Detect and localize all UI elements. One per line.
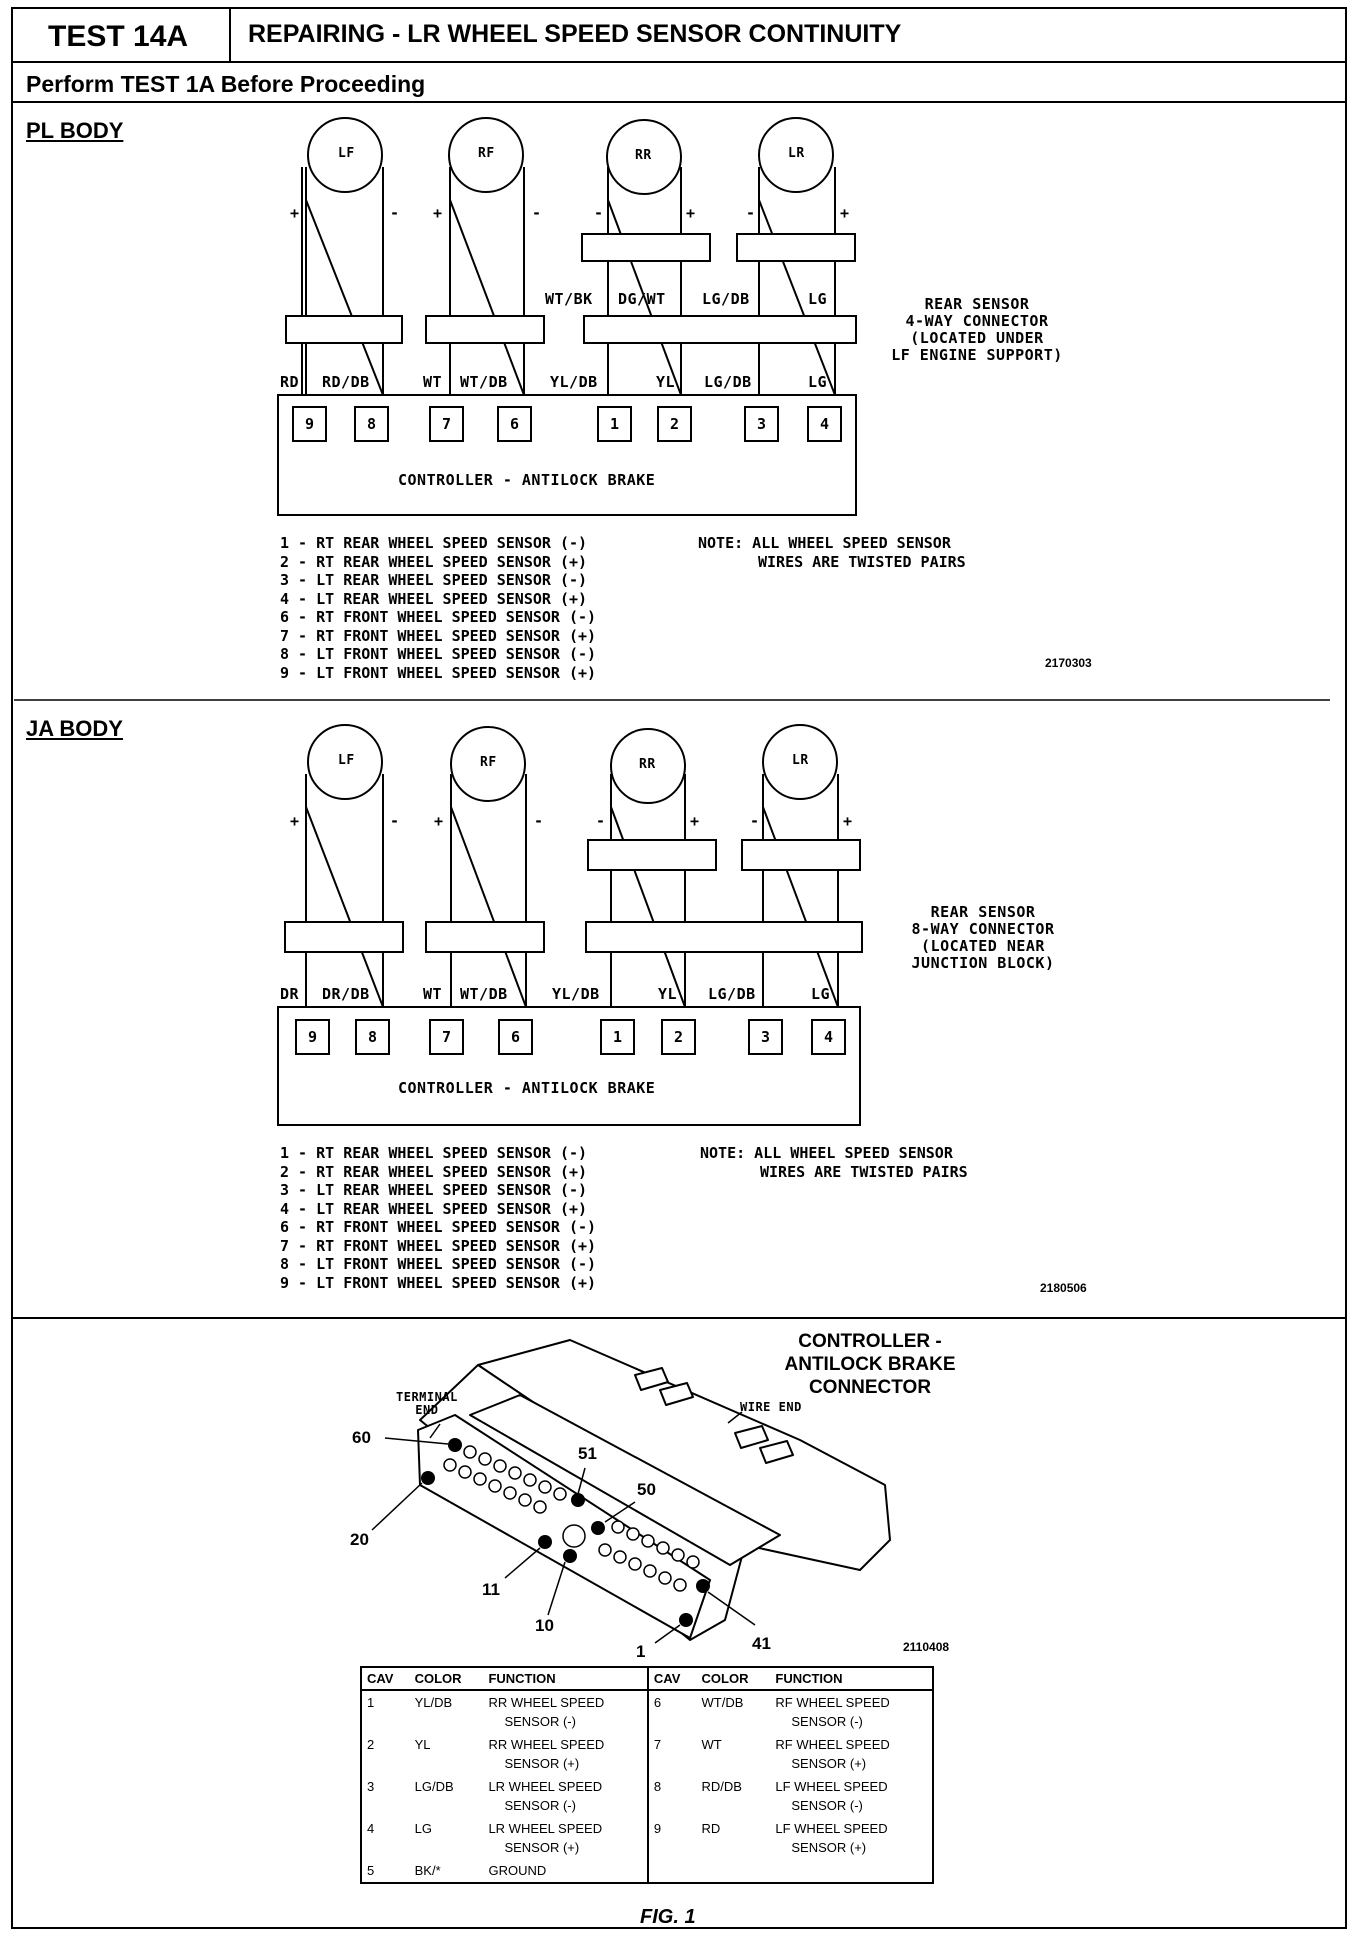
pl-pin: 2	[670, 415, 680, 433]
pl-pin: 7	[442, 415, 452, 433]
ja-wire-bottom-label: WT/DB	[460, 985, 508, 1003]
pl-pin: 6	[510, 415, 520, 433]
pl-wire-bottom-label: WT	[423, 373, 443, 391]
table-header-row: CAV COLOR FUNCTION CAV COLOR FUNCTION	[361, 1667, 933, 1691]
cavity-table: CAV COLOR FUNCTION CAV COLOR FUNCTION 1 …	[360, 1666, 934, 1884]
col-cav: CAV	[646, 1667, 697, 1691]
ja-sensor-rf-label: RF	[480, 755, 497, 770]
ja-figure-number: 2180506	[1040, 1281, 1087, 1295]
col-cav: CAV	[361, 1667, 410, 1691]
pin-callout: 51	[578, 1444, 597, 1463]
test-label: TEST 14A	[48, 20, 189, 53]
wire-end-label: WIRE END	[740, 1400, 802, 1414]
pl-wire-top-label: WT/BK	[545, 290, 593, 308]
pl-pin: 4	[820, 415, 830, 433]
pl-pin: 1	[610, 415, 620, 433]
ja-pin: 2	[674, 1028, 684, 1046]
pl-sensor-rf-label: RF	[478, 146, 495, 161]
ja-body-wiring-diagram	[277, 724, 863, 1126]
pl-sensor-lr-label: LR	[788, 146, 805, 161]
ja-pin: 9	[308, 1028, 318, 1046]
ja-sensor-rr-label: RR	[639, 757, 656, 772]
pin-callout: 60	[352, 1428, 371, 1447]
ja-wire-bottom-label: DR	[280, 985, 300, 1003]
ja-pin: 7	[442, 1028, 452, 1046]
pl-pin: 3	[757, 415, 767, 433]
pin-callout: 41	[752, 1634, 771, 1653]
figure-caption: FIG. 1	[640, 1906, 696, 1928]
pl-pin: 8	[367, 415, 377, 433]
table-row: 5 BK/* GROUND	[361, 1859, 933, 1883]
ja-sensor-lr-label: LR	[792, 753, 809, 768]
ja-controller-label: CONTROLLER - ANTILOCK BRAKE	[398, 1079, 656, 1097]
pl-legend: 1 - RT REAR WHEEL SPEED SENSOR (-) 2 - R…	[280, 534, 597, 682]
pin-callout: 20	[350, 1530, 369, 1549]
pl-wire-bottom-label: RD	[280, 373, 300, 391]
ja-pin: 8	[368, 1028, 378, 1046]
pl-sensor-rr-label: RR	[635, 148, 652, 163]
pl-controller-label: CONTROLLER - ANTILOCK BRAKE	[398, 471, 656, 489]
ja-pin: 4	[824, 1028, 834, 1046]
ja-note: NOTE: ALL WHEEL SPEED SENSOR WIRES ARE T…	[700, 1144, 968, 1181]
pl-wire-bottom-label: WT/DB	[460, 373, 508, 391]
pin-callout: 10	[535, 1616, 554, 1635]
connector-title: CONTROLLER - ANTILOCK BRAKE CONNECTOR	[784, 1331, 956, 1398]
col-function: FUNCTION	[770, 1667, 933, 1691]
pl-wire-top-label: LG	[808, 290, 828, 308]
ja-wire-bottom-label: YL	[658, 985, 678, 1003]
col-function: FUNCTION	[483, 1667, 648, 1691]
ja-pin: 3	[761, 1028, 771, 1046]
ja-sensor-lf-label: LF	[338, 753, 355, 768]
pl-figure-number: 2170303	[1045, 656, 1092, 670]
terminal-end-label: TERMINAL END	[396, 1390, 458, 1417]
pl-pin: 9	[305, 415, 315, 433]
col-color: COLOR	[409, 1667, 484, 1691]
pl-sensor-lf-label: LF	[338, 146, 355, 161]
col-color: COLOR	[696, 1667, 771, 1691]
ja-wire-bottom-label: LG/DB	[708, 985, 756, 1003]
pl-wire-bottom-label: YL/DB	[550, 373, 598, 391]
ja-pin: 6	[511, 1028, 521, 1046]
connector-figure-number: 2110408	[903, 1640, 950, 1654]
ja-wire-bottom-label: LG	[811, 985, 831, 1003]
ja-pin: 1	[613, 1028, 623, 1046]
page-title: REPAIRING - LR WHEEL SPEED SENSOR CONTIN…	[248, 20, 902, 48]
pl-wire-bottom-label: LG	[808, 373, 828, 391]
connector-illustration	[371, 1339, 891, 1644]
pl-wire-bottom-label: RD/DB	[322, 373, 370, 391]
ja-wire-bottom-label: WT	[423, 985, 443, 1003]
pl-wire-bottom-label: YL	[656, 373, 676, 391]
ja-legend: 1 - RT REAR WHEEL SPEED SENSOR (-) 2 - R…	[280, 1144, 597, 1292]
ja-wire-bottom-label: DR/DB	[322, 985, 370, 1003]
pl-note: NOTE: ALL WHEEL SPEED SENSOR WIRES ARE T…	[698, 534, 966, 571]
ja-wire-bottom-label: YL/DB	[552, 985, 600, 1003]
pl-wire-top-label: LG/DB	[702, 290, 750, 308]
pl-body-wiring-diagram	[277, 117, 857, 516]
ja-connector-note: REAR SENSOR 8-WAY CONNECTOR (LOCATED NEA…	[911, 903, 1055, 972]
pl-body-label: PL BODY	[26, 118, 124, 143]
pin-callout: 50	[637, 1480, 656, 1499]
pin-callout: 11	[482, 1580, 500, 1599]
page-subtitle: Perform TEST 1A Before Proceeding	[26, 71, 426, 97]
ja-body-label: JA BODY	[26, 716, 123, 741]
pin-callout: 1	[636, 1642, 646, 1661]
pl-wire-bottom-label: LG/DB	[704, 373, 752, 391]
pl-wire-top-label: DG/WT	[618, 290, 666, 308]
pl-connector-note: REAR SENSOR 4-WAY CONNECTOR (LOCATED UND…	[891, 295, 1063, 364]
